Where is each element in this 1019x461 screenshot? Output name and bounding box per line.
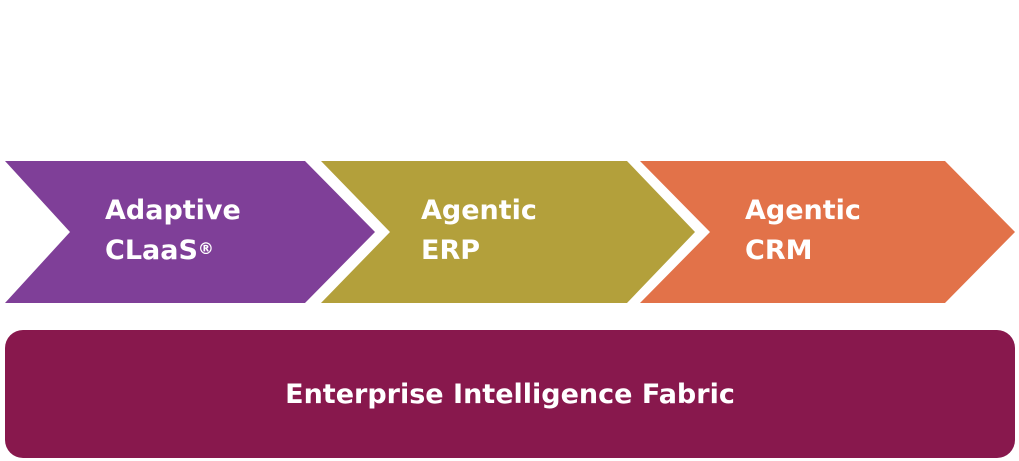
chevron-agentic-crm xyxy=(640,161,1015,303)
chevron-label-adaptive-claas: Adaptive CLaaS® xyxy=(105,191,241,271)
label-line1: Agentic xyxy=(745,195,861,226)
label-claas: CLaaS xyxy=(105,235,198,266)
registered-mark: ® xyxy=(197,239,214,258)
chevron-label-agentic-erp: Agentic ERP xyxy=(421,191,537,271)
label-line2: CLaaS® xyxy=(105,231,241,271)
chevron-adaptive-claas xyxy=(5,161,375,303)
fabric-label: Enterprise Intelligence Fabric xyxy=(285,378,735,410)
chevron-label-agentic-crm: Agentic CRM xyxy=(745,191,861,271)
label-line2: CRM xyxy=(745,235,813,266)
label-line1: Agentic xyxy=(421,195,537,226)
enterprise-intelligence-fabric-bar: Enterprise Intelligence Fabric xyxy=(5,330,1015,458)
chevron-agentic-erp xyxy=(321,161,695,303)
label-line1: Adaptive xyxy=(105,195,241,226)
label-line2: ERP xyxy=(421,235,481,266)
